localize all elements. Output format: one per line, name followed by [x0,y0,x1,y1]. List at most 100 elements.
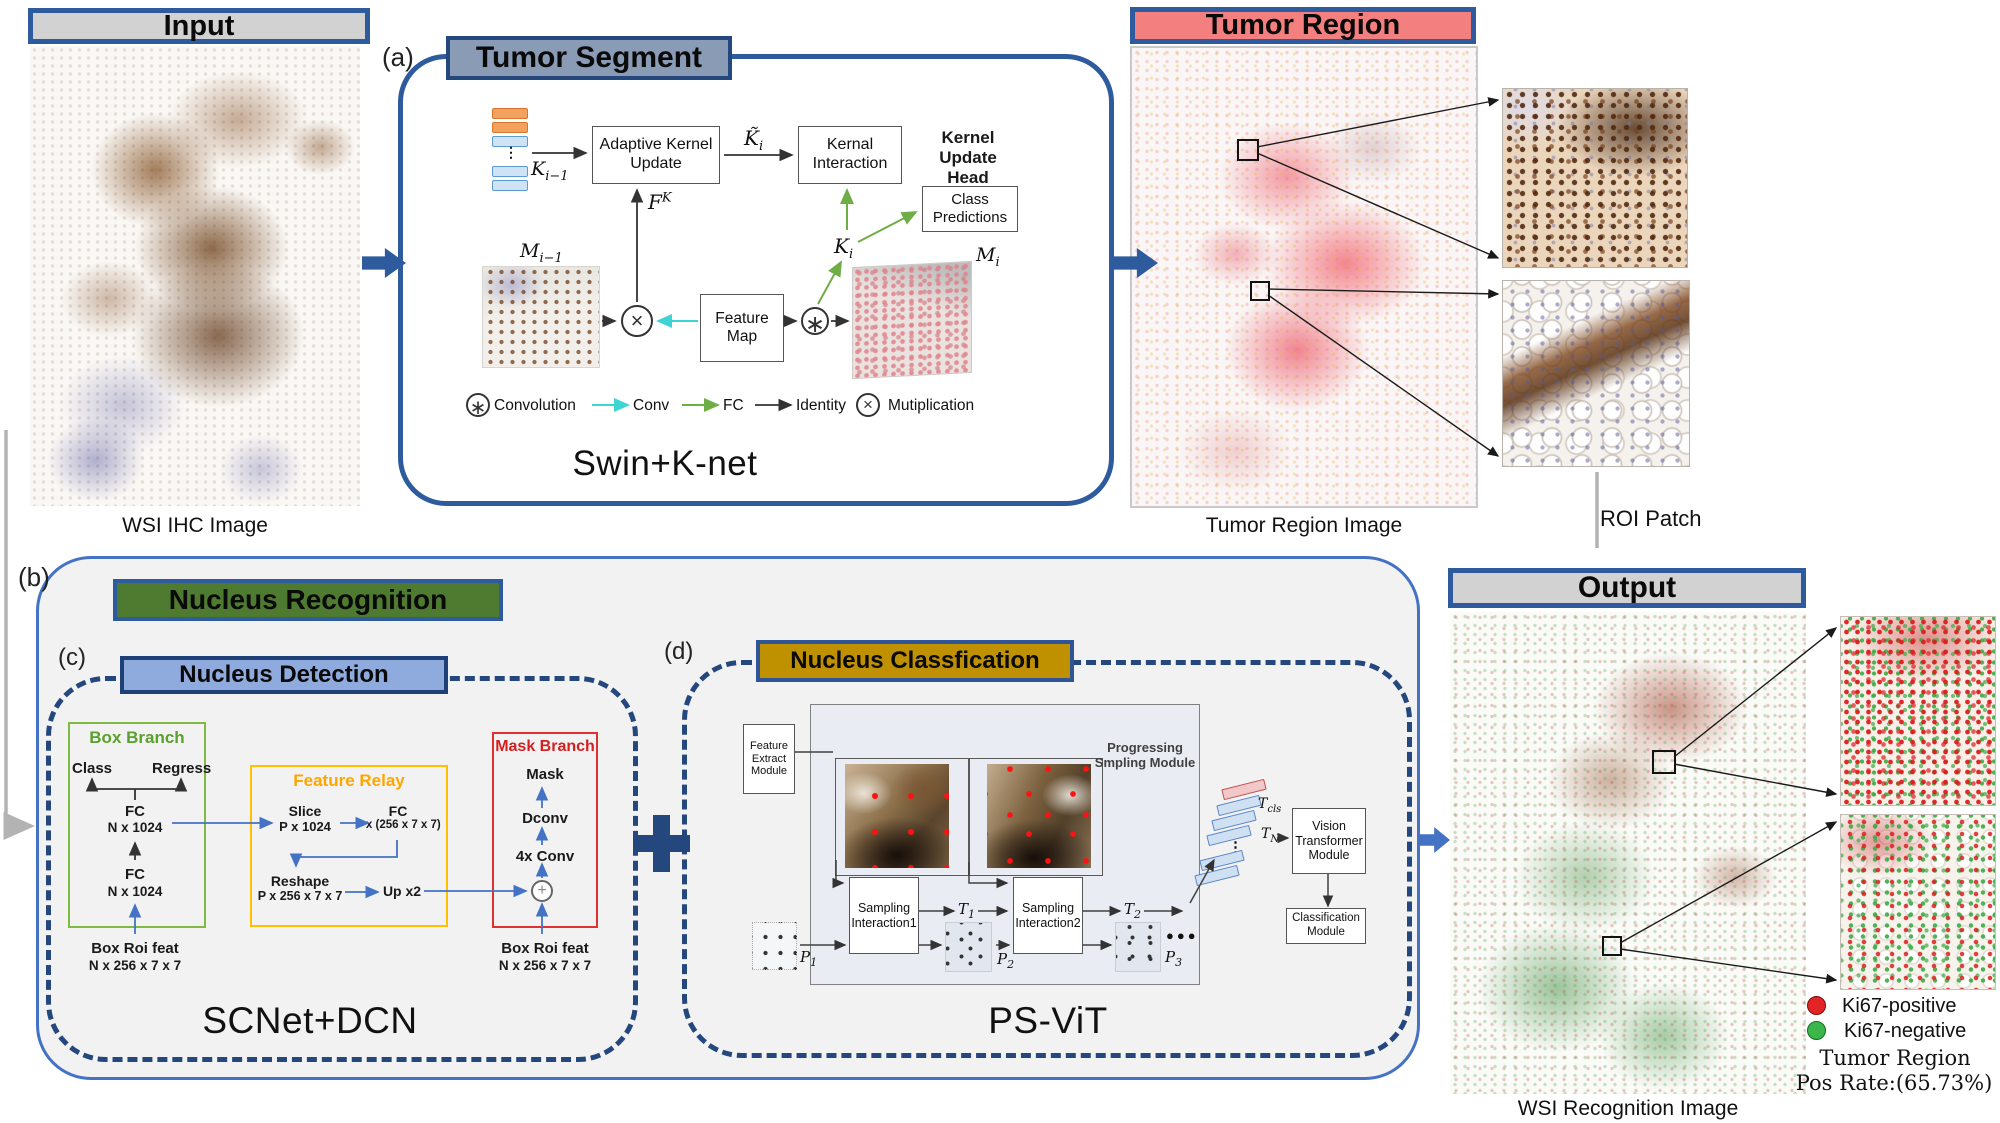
box-roi-feat-label: Box Roi feat [91,940,179,957]
wsi-ihc-image [30,46,360,506]
class-predictions-box: Class Predictions [922,186,1018,232]
ki67-negative-dot-icon [1807,1021,1826,1040]
flow-arrow-to-output [1417,827,1450,853]
wsi-recognition-image [1450,612,1806,1094]
mask-box-roi-feat-dim: N x 256 x 7 x 7 [498,958,592,973]
multiplication-legend-icon: × [856,393,880,417]
kernel-interaction-box: Kernal Interaction [798,126,902,184]
tumor-roi-marker-2 [1250,281,1270,301]
convolution-op-icon: ∗ [801,307,829,336]
roi-patch-1-image [1502,88,1688,268]
kernel-slab-icon [492,136,528,147]
kernel-slab-icon [492,166,528,177]
legend-conv-label: Conv [633,397,670,414]
p3-label: P3 [1165,948,1183,969]
relay-fc-dim: P x (256 x 7 x 7) [355,819,441,831]
tumor-caption: Tumor Region Image [1205,514,1403,537]
output-title-banner: Output [1448,568,1806,608]
sample-frame-1 [835,758,969,876]
adaptive-kernel-update-box: Adaptive Kernel Update [592,126,720,184]
box-roi-feat-dim: N x 256 x 7 x 7 [88,958,182,973]
input-caption: WSI IHC Image [122,514,268,537]
swin-knet-label: Swin+K-net [572,444,758,483]
nucleus-classification-title-banner: Nucleus Classfication [756,640,1074,682]
fc-bottom-dim: N x 1024 [107,884,163,899]
feature-relay-title: Feature Relay [293,771,405,790]
slice-dim: P x 1024 [279,819,331,834]
add-op-icon: + [531,880,553,902]
k-tilde-label: K̃i [744,126,764,154]
tumor-region-image [1130,46,1478,508]
kernels-prev-label: Ki−1 [531,158,569,184]
regress-label: Regress [152,760,212,777]
sampling-interaction2-box: Sampling Interaction2 [1013,877,1083,954]
multiplication-op-icon: × [621,305,653,337]
input-title-banner: Input [28,8,370,44]
output-roi-marker-1 [1652,750,1676,774]
legend-identity-label: Identity [796,397,846,414]
points-grid-p1 [752,922,797,970]
legend-convolution-label: Convolution [494,397,576,414]
tumor-roi-marker-1 [1237,139,1259,161]
dconv-label: Dconv [522,810,568,827]
fk-label: FK [648,190,672,214]
convolution-legend-icon: ∗ [466,393,490,418]
plus-connector-icon [653,815,670,872]
nucleus-recognition-title-banner: Nucleus Recognition [113,579,503,621]
sampling-interaction1-box: Sampling Interaction1 [849,877,919,954]
sampled-patch-1-image [845,764,949,868]
fc-top-dim: N x 1024 [107,820,163,835]
legend-fc-label: FC [723,397,744,414]
slice-label: Slice [288,803,322,819]
output-patch-2-image [1840,814,1996,990]
mask-branch-title: Mask Branch [495,738,595,755]
mask-box-roi-feat-label: Box Roi feat [501,940,589,957]
nucleus-detection-title-banner: Nucleus Detection [120,656,448,694]
box-branch-title: Box Branch [89,728,185,747]
mask-label: Mask [526,766,564,783]
ki67-negative-label: Ki67-negative [1844,1020,1967,1042]
points-grid-p2 [945,922,992,972]
output-caption: WSI Recognition Image [1517,1097,1739,1120]
ki67-positive-dot-icon [1807,996,1826,1015]
t2-label: T2 [1124,900,1142,921]
p1-label: P1 [800,948,818,969]
tumor-region-title-banner: Tumor Region [1130,7,1476,44]
upx2-label: Up x2 [382,883,422,899]
classification-module-box: Classification Module [1286,908,1366,944]
ellipsis-dots: ●●● [1166,928,1199,943]
tcls-label: Tcls [1258,796,1282,815]
relay-fc-label: FC [388,803,408,819]
panel-b-tag: (b) [18,562,50,592]
mask-branch-box [492,732,598,928]
points-grid-p3 [1115,922,1161,972]
t1-label: T1 [958,900,976,921]
tumor-region-stat-line1: Tumor Region [1819,1046,1971,1070]
feature-extract-module-box: Feature Extract Module [743,724,795,794]
panel-d-tag: (d) [664,638,694,665]
box-branch-box [68,722,206,928]
kernel-slab-icon [492,108,528,119]
conv4x-label: 4x Conv [515,848,575,865]
output-patch-1-image [1840,616,1996,806]
ki67-positive-label: Ki67-positive [1842,995,1957,1017]
sampled-patch-2-image [987,764,1091,868]
pos-rate-stat-line2: Pos Rate:(65.73%) [1795,1071,1993,1095]
mask-prev-thumbnail [482,266,600,368]
m-prev-label: Mi−1 [520,240,563,266]
vision-transformer-module-box: Vision Transformer Module [1292,808,1366,874]
kernel-stack-vdots: ⋮ [504,144,518,160]
class-label: Class [71,760,113,777]
tumor-segment-title-banner: Tumor Segment [446,36,732,80]
psvit-label: PS-ViT [988,1000,1108,1041]
mask-next-thumbnail [852,260,972,380]
sample-frame-2 [969,758,1103,876]
fc-bottom-label: FC [125,866,145,883]
reshape-label: Reshape [270,873,330,889]
scnet-dcn-label: SCNet+DCN [202,1000,418,1041]
tn-label: TN [1261,826,1280,845]
